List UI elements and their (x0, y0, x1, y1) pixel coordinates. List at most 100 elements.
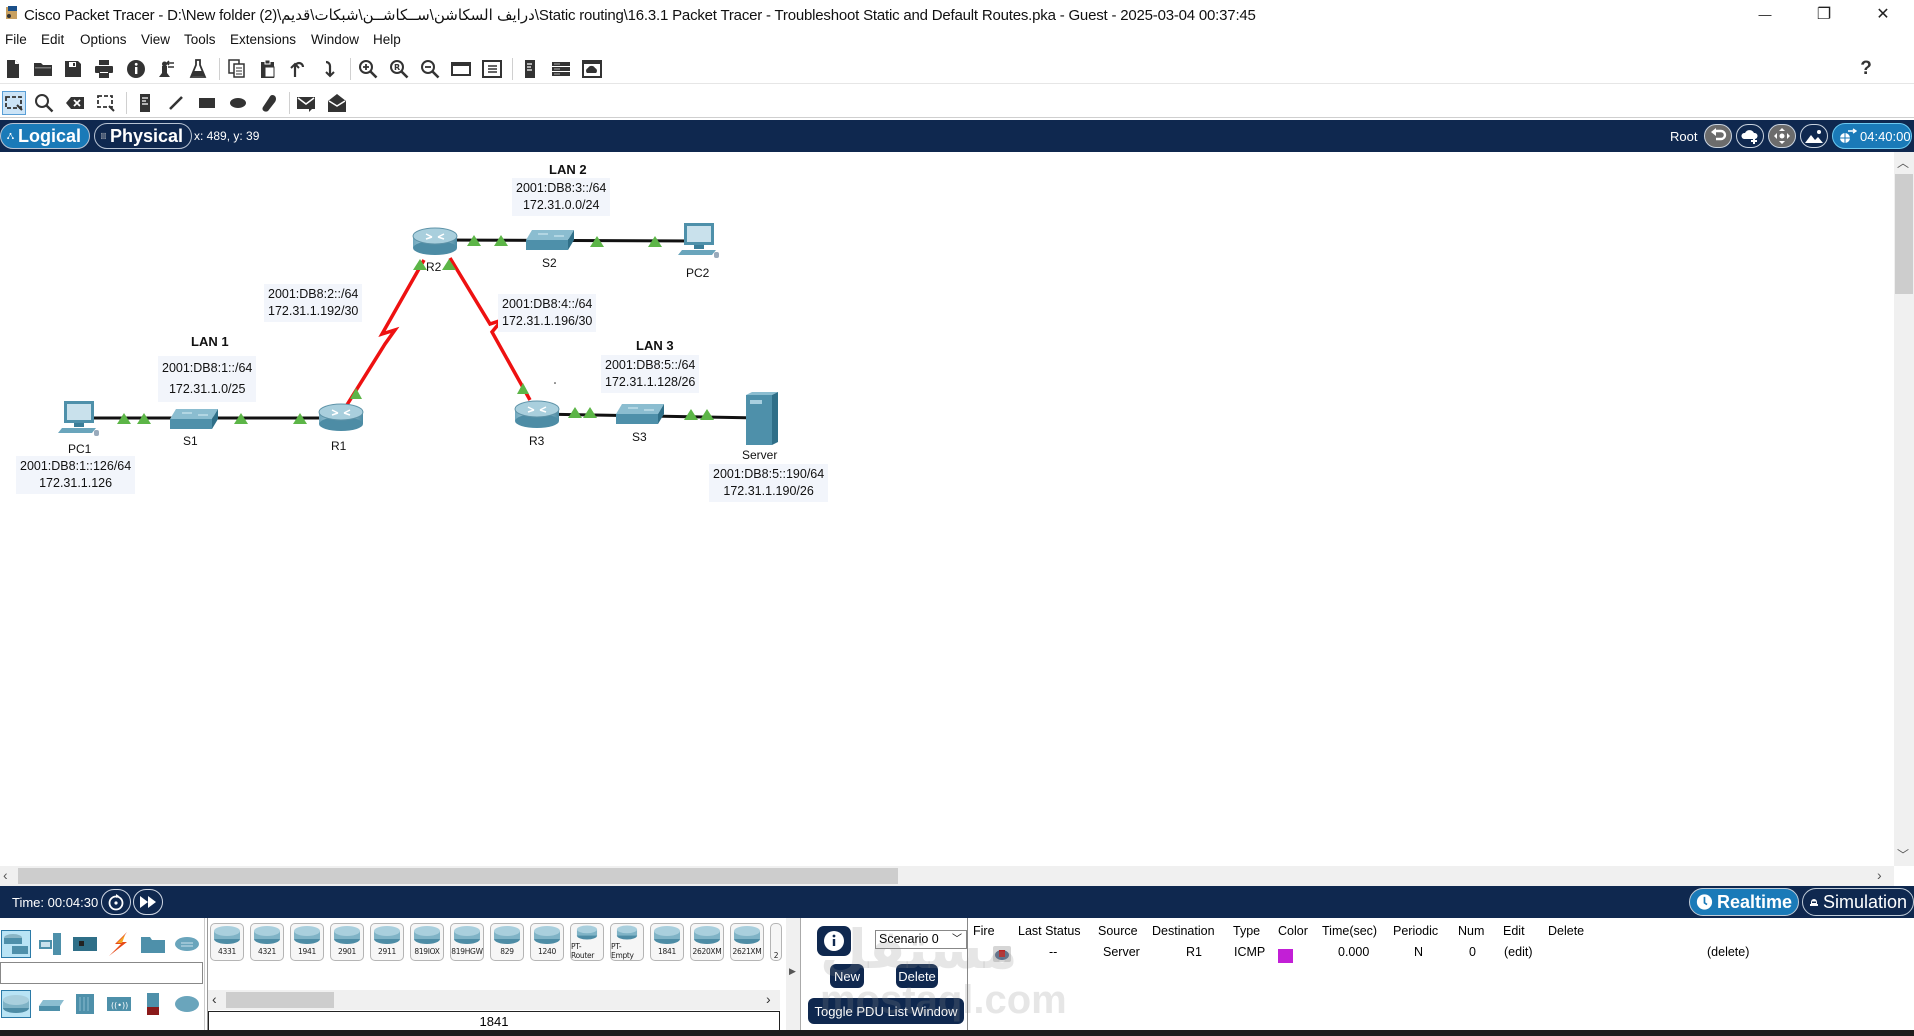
scroll-up-icon[interactable]: ︿ (1897, 156, 1910, 170)
draw-ellipse-button[interactable] (227, 92, 249, 114)
category-network-devices[interactable] (1, 930, 31, 958)
logical-workspace-canvas[interactable]: S1 R1 R2 S2 PC2 R3 S3 Server PC1 LAN 2 2… (0, 152, 1894, 866)
subcategory-security[interactable] (138, 990, 168, 1018)
new-file-button[interactable] (2, 58, 24, 80)
draw-rectangle-button[interactable] (196, 92, 218, 114)
physical-view-button[interactable] (581, 58, 603, 80)
tab-physical[interactable]: Physical (94, 123, 192, 149)
new-cluster-button[interactable] (1736, 124, 1764, 148)
device-search-field[interactable] (0, 962, 203, 984)
add-complex-pdu-button[interactable] (326, 92, 348, 114)
new-scenario-button[interactable]: New (830, 964, 864, 988)
scroll-down-icon[interactable]: ﹀ (1897, 848, 1910, 862)
canvas-vertical-scrollbar[interactable]: ︿ ﹀ (1894, 152, 1914, 866)
viewport-clock-button[interactable]: 04:40:00 (1832, 123, 1912, 149)
server-icon[interactable] (744, 392, 778, 446)
scroll-right-icon[interactable]: › (1877, 867, 1882, 883)
device-model-2620xm[interactable]: 2620XM (690, 923, 724, 961)
resize-shape-button[interactable] (95, 92, 117, 114)
minimize-button[interactable]: — (1742, 0, 1788, 28)
toggle-pdu-list-button[interactable]: Toggle PDU List Window (808, 998, 964, 1024)
restore-button[interactable]: ❐ (1801, 0, 1847, 28)
fast-forward-time-button[interactable] (133, 889, 163, 915)
menu-tools[interactable]: Tools (184, 32, 216, 47)
back-button[interactable] (1704, 124, 1732, 148)
zoom-in-button[interactable] (357, 58, 379, 80)
add-simple-pdu-button[interactable] (295, 92, 317, 114)
place-note-button[interactable] (134, 92, 156, 114)
panel-collapse-handle[interactable]: ▶ (786, 918, 800, 1030)
undo-button[interactable] (287, 58, 309, 80)
horizontal-scroll-thumb[interactable] (18, 868, 898, 884)
copy-button[interactable] (226, 58, 248, 80)
device-scroll-right-icon[interactable]: › (766, 991, 771, 1007)
device-model-819hgw[interactable]: 819HGW (450, 923, 484, 961)
print-button[interactable] (93, 58, 115, 80)
move-object-button[interactable] (1768, 124, 1796, 148)
activity-wizard-button[interactable] (125, 58, 147, 80)
pc-pc1-icon[interactable] (58, 400, 102, 438)
menu-window[interactable]: Window (311, 32, 360, 47)
device-model-4321[interactable]: 4321 (250, 923, 284, 961)
device-model-2911[interactable]: 2911 (370, 923, 404, 961)
delete-scenario-button[interactable]: Delete (896, 964, 938, 988)
power-cycle-devices-button[interactable] (101, 889, 131, 915)
device-model-2901[interactable]: 2901 (330, 923, 364, 961)
paste-button[interactable] (257, 58, 279, 80)
switch-s1-icon[interactable] (168, 407, 220, 431)
router-r3-icon[interactable] (514, 399, 560, 429)
router-r1-icon[interactable] (318, 402, 364, 432)
subcategory-wan-emulation[interactable] (172, 990, 202, 1018)
simulation-mode-button[interactable]: Simulation (1802, 888, 1914, 916)
category-connections[interactable] (104, 930, 134, 958)
zoom-reset-button[interactable]: R (388, 58, 410, 80)
category-miscellaneous[interactable] (138, 930, 168, 958)
subcategory-routers[interactable] (1, 990, 31, 1018)
device-panel-scrollbar[interactable]: ‹ › (208, 990, 780, 1010)
device-model-partial[interactable]: 2 (770, 923, 782, 961)
open-button[interactable] (32, 58, 54, 80)
switch-s2-icon[interactable] (524, 228, 576, 252)
vertical-scroll-thumb[interactable] (1895, 174, 1913, 294)
cluster-button[interactable] (550, 58, 572, 80)
viewport-button[interactable] (519, 58, 541, 80)
device-scroll-left-icon[interactable]: ‹ (212, 991, 217, 1007)
menu-edit[interactable]: Edit (41, 32, 65, 47)
subcategory-switches[interactable] (36, 990, 66, 1018)
scenario-select[interactable]: Scenario 0 ﹀ (875, 930, 967, 949)
category-multiuser[interactable] (172, 930, 202, 958)
category-components[interactable] (70, 930, 100, 958)
category-end-devices[interactable] (36, 930, 66, 958)
device-model-2621xm[interactable]: 2621XM (730, 923, 764, 961)
fire-pdu-button[interactable] (993, 946, 1011, 962)
close-button[interactable]: ✕ (1860, 0, 1906, 28)
tab-logical[interactable]: Logical (0, 123, 90, 149)
device-model-819iox[interactable]: 819IOX (410, 923, 444, 961)
scroll-left-icon[interactable]: ‹ (3, 867, 8, 883)
menu-help[interactable]: Help (373, 32, 401, 47)
set-background-button[interactable] (1800, 124, 1828, 148)
device-scroll-thumb[interactable] (226, 992, 334, 1008)
save-button[interactable] (62, 58, 84, 80)
menu-options[interactable]: Options (80, 32, 127, 47)
pdu-delete-link[interactable]: (delete) (1707, 945, 1750, 959)
menu-view[interactable]: View (141, 32, 171, 47)
pc-pc2-icon[interactable] (678, 222, 722, 260)
scenario-info-button[interactable] (817, 926, 851, 956)
subcategory-wireless[interactable]: ((•)) (104, 990, 134, 1018)
help-button[interactable]: ? (1855, 58, 1877, 80)
device-model-1841[interactable]: 1841 (650, 923, 684, 961)
delete-tool-button[interactable] (64, 92, 86, 114)
subcategory-hubs[interactable] (70, 990, 100, 1018)
device-model-pt-router[interactable]: PT-Router (570, 923, 604, 961)
device-model-pt-empty[interactable]: PT-Empty (610, 923, 644, 961)
draw-line-button[interactable] (165, 92, 187, 114)
custom-device-button[interactable] (155, 58, 177, 80)
menu-extensions[interactable]: Extensions (230, 32, 297, 47)
pdu-edit-link[interactable]: (edit) (1504, 945, 1533, 959)
drawing-palette-button[interactable] (450, 58, 472, 80)
router-r2-icon[interactable] (412, 226, 458, 256)
freeform-button[interactable] (258, 92, 280, 114)
device-model-4331[interactable]: 4331 (210, 923, 244, 961)
device-model-829[interactable]: 829 (490, 923, 524, 961)
